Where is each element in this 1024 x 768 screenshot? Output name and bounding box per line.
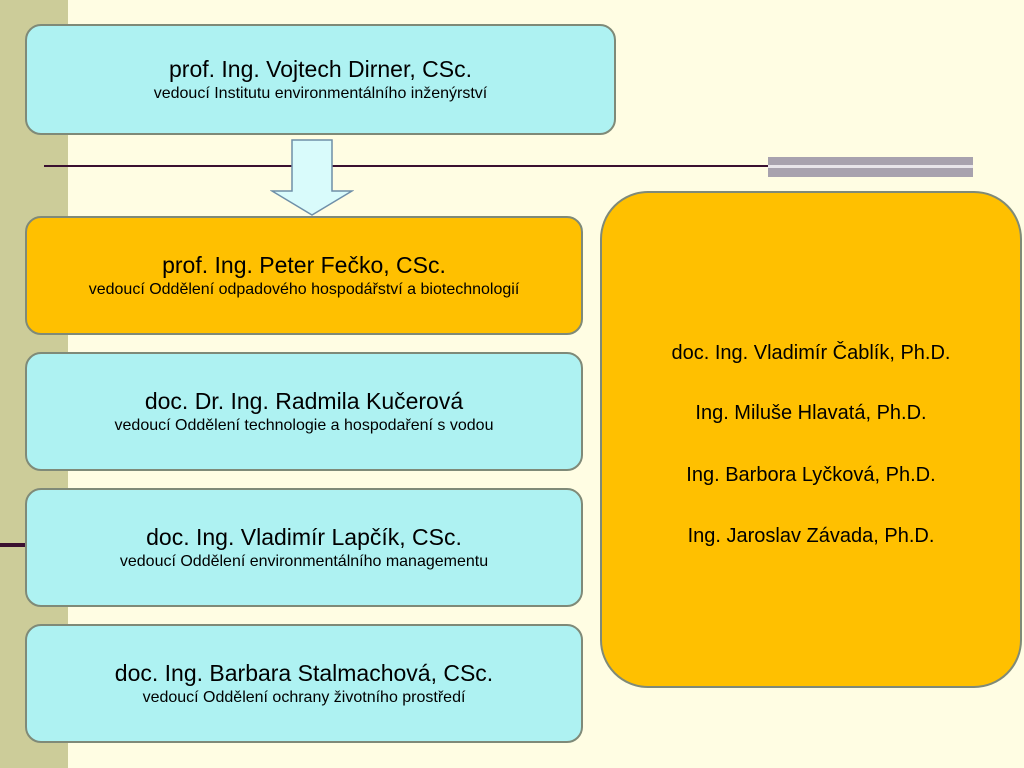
horizontal-divider xyxy=(44,165,774,167)
department-box-water: doc. Dr. Ing. Radmila Kučerová vedoucí O… xyxy=(25,352,583,471)
department-role: vedoucí Oddělení ochrany životního prost… xyxy=(142,689,466,706)
department-role: vedoucí Oddělení environmentálního manag… xyxy=(119,553,489,570)
staff-member: Ing. Miluše Hlavatá, Ph.D. xyxy=(695,402,927,424)
head-role: vedoucí Institutu environmentálního inže… xyxy=(153,85,488,102)
department-role: vedoucí Oddělení odpadového hospodářství… xyxy=(88,281,520,298)
down-arrow-icon xyxy=(270,139,354,216)
staff-box: doc. Ing. Vladimír Čablík, Ph.D. Ing. Mi… xyxy=(600,191,1022,688)
staff-member: Ing. Jaroslav Závada, Ph.D. xyxy=(687,525,935,547)
department-role: vedoucí Oddělení technologie a hospodaře… xyxy=(114,417,494,434)
department-box-environment: doc. Ing. Barbara Stalmachová, CSc. vedo… xyxy=(25,624,583,743)
staff-member: Ing. Barbora Lyčková, Ph.D. xyxy=(686,464,936,486)
department-box-management: doc. Ing. Vladimír Lapčík, CSc. vedoucí … xyxy=(25,488,583,607)
head-box: prof. Ing. Vojtech Dirner, CSc. vedoucí … xyxy=(25,24,616,135)
head-name: prof. Ing. Vojtech Dirner, CSc. xyxy=(169,56,472,82)
department-head-name: doc. Ing. Vladimír Lapčík, CSc. xyxy=(146,524,462,550)
decorative-gray-bar xyxy=(768,157,973,177)
department-box-waste: prof. Ing. Peter Fečko, CSc. vedoucí Odd… xyxy=(25,216,583,335)
staff-member: doc. Ing. Vladimír Čablík, Ph.D. xyxy=(671,342,951,364)
department-head-name: prof. Ing. Peter Fečko, CSc. xyxy=(162,252,446,278)
left-decorative-rule xyxy=(0,543,28,547)
department-head-name: doc. Dr. Ing. Radmila Kučerová xyxy=(144,388,464,414)
department-head-name: doc. Ing. Barbara Stalmachová, CSc. xyxy=(114,660,494,686)
